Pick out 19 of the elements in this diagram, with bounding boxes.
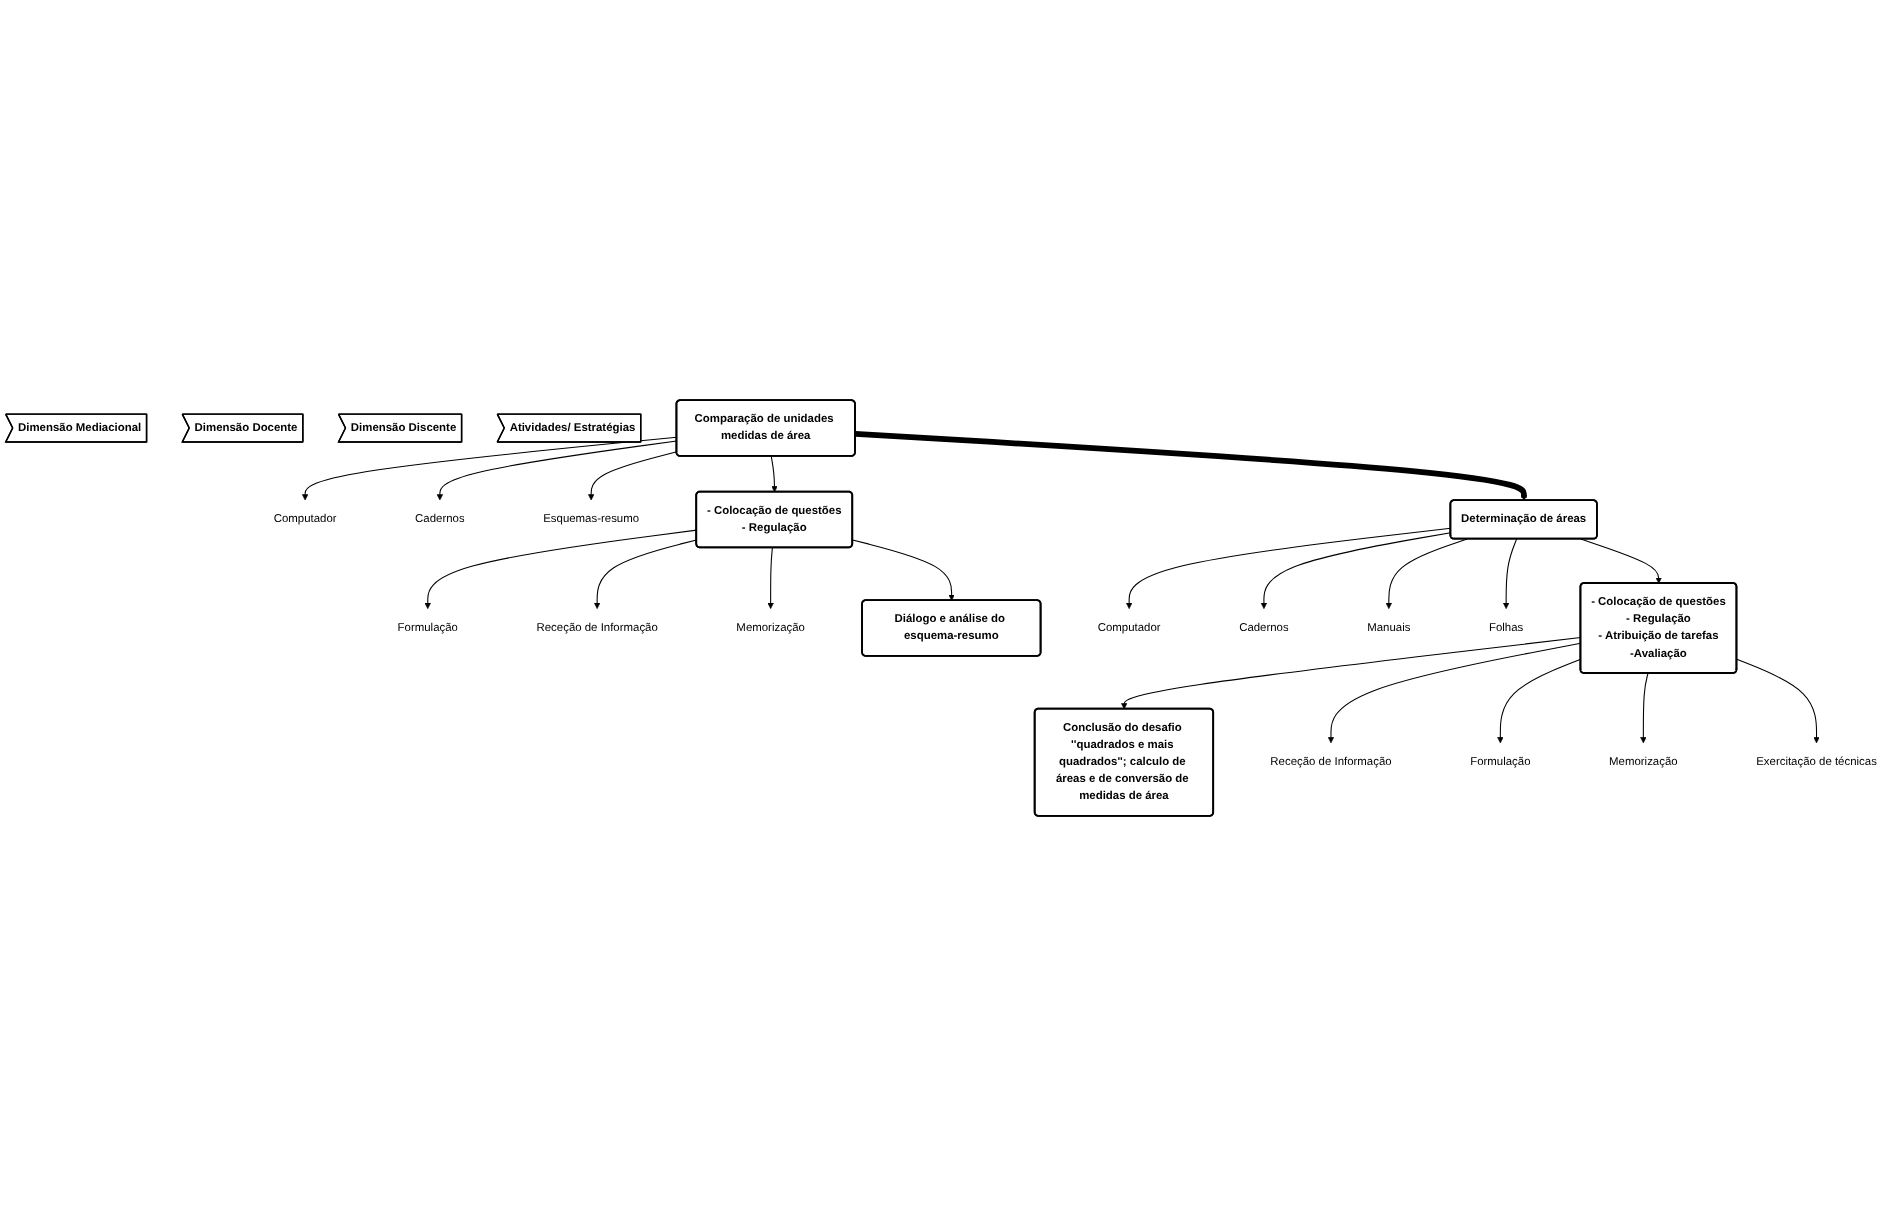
arrow	[1260, 532, 1452, 609]
arrow	[855, 430, 1528, 501]
arrow	[767, 547, 774, 609]
arrow	[1497, 658, 1582, 744]
arrow	[1503, 538, 1518, 609]
arrow	[770, 455, 778, 493]
arrow	[1121, 637, 1582, 710]
arrow	[594, 539, 698, 609]
arrow	[1126, 527, 1452, 609]
arrow	[1385, 538, 1468, 609]
arrow	[852, 539, 955, 601]
arrow	[424, 529, 698, 609]
arrow	[1580, 538, 1662, 584]
arrow	[436, 440, 678, 501]
arrow	[1327, 642, 1582, 744]
arrow	[588, 451, 678, 501]
arrow	[302, 436, 678, 501]
arrow	[1640, 672, 1649, 744]
arrow	[1736, 658, 1820, 744]
